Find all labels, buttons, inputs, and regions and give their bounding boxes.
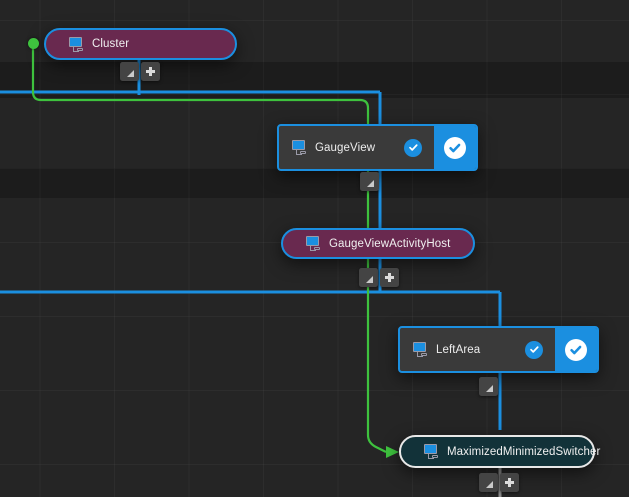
node-leftarea-label: LeftArea [436,343,481,356]
collapse-button-switcher[interactable] [479,473,498,492]
node-gaugeviewactivityhost[interactable]: GaugeViewActivityHost [281,228,475,259]
collapse-button-gaugeview[interactable] [360,172,379,191]
check-icon [444,136,466,159]
node-gaugeviewactivityhost-label: GaugeViewActivityHost [329,237,451,250]
monitor-icon [291,140,307,155]
node-leftarea-body: LeftArea [400,328,525,371]
node-gaugeview-label: GaugeView [315,141,376,154]
add-button-cluster[interactable] [141,62,160,81]
plus-icon [505,478,514,487]
check-icon [565,338,587,361]
node-gaugeview[interactable]: GaugeView [277,124,478,171]
corner-triangle-icon [366,275,373,283]
corner-triangle-icon [367,179,374,187]
node-maximizedminimizedswitcher-body: MaximizedMinimizedSwitcher [411,437,600,466]
node-gaugeviewactivityhost-body: GaugeViewActivityHost [293,230,473,257]
node-gaugeview-apply-button[interactable] [434,126,476,169]
node-leftarea-apply-button[interactable] [555,328,597,371]
check-icon[interactable] [404,138,422,157]
monitor-icon [305,236,321,251]
node-maximizedminimizedswitcher-label: MaximizedMinimizedSwitcher [447,445,601,458]
collapse-button-cluster[interactable] [120,62,139,81]
collapse-button-leftarea[interactable] [479,377,498,396]
node-cluster[interactable]: Cluster [44,28,237,60]
monitor-icon [68,36,84,52]
source-dot-cluster[interactable] [28,38,39,49]
node-cluster-body: Cluster [56,30,235,58]
monitor-icon [423,444,439,459]
node-leftarea[interactable]: LeftArea [398,326,599,373]
add-button-gaugeviewactivityhost[interactable] [380,268,399,287]
collapse-button-gaugeviewactivityhost[interactable] [359,268,378,287]
node-gaugeview-body: GaugeView [279,126,404,169]
corner-triangle-icon [486,480,493,488]
check-icon[interactable] [525,340,543,359]
corner-triangle-icon [127,69,134,77]
plus-icon [146,67,155,76]
corner-triangle-icon [486,384,493,392]
node-cluster-label: Cluster [92,38,130,50]
node-maximizedminimizedswitcher[interactable]: MaximizedMinimizedSwitcher [399,435,600,468]
plus-icon [385,273,394,282]
monitor-icon [412,342,428,357]
add-button-switcher[interactable] [500,473,519,492]
